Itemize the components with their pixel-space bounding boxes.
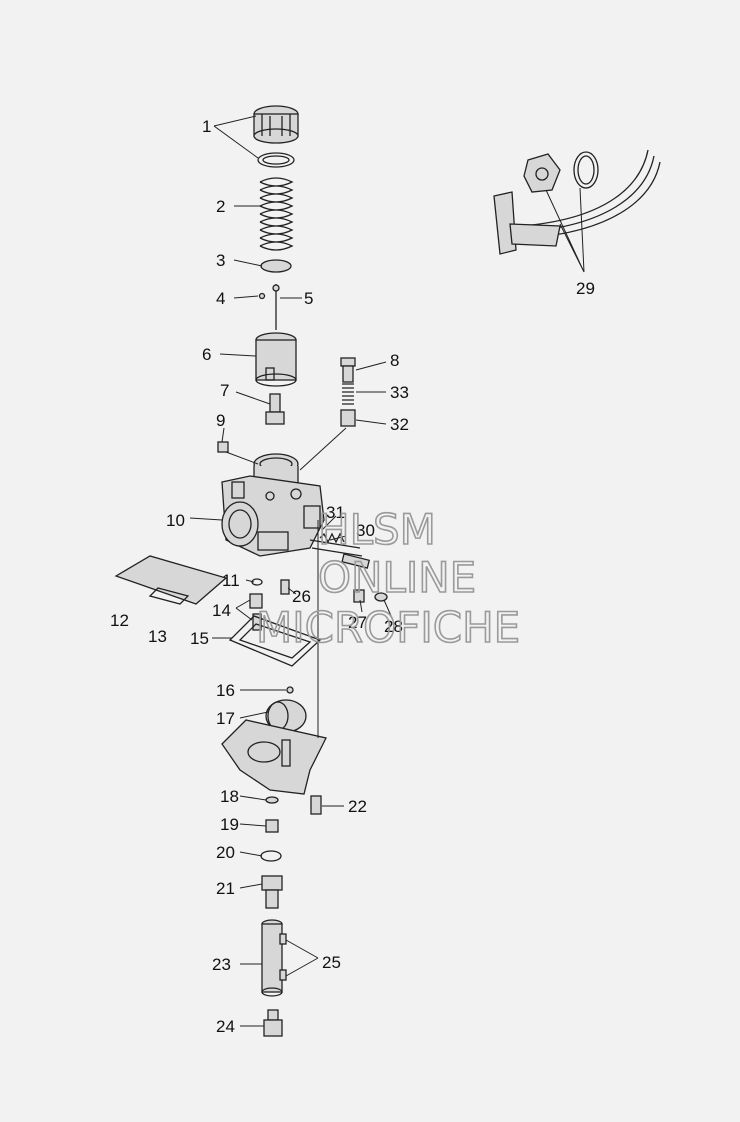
part-jet-needle — [258, 284, 280, 330]
callout-5: 5 — [304, 289, 313, 308]
watermark-line-2: ONLINE — [318, 553, 476, 602]
leader-lines — [189, 115, 585, 1027]
callout-29: 29 — [576, 279, 595, 298]
part-gasket-plate — [114, 555, 228, 605]
watermark-line-1: HLSM — [318, 505, 436, 554]
callout-18: 18 — [220, 787, 239, 806]
callout-2: 2 — [216, 197, 225, 216]
callout-26: 26 — [292, 587, 311, 606]
callout-1: 1 — [202, 117, 211, 136]
callout-30: 30 — [356, 521, 375, 540]
callout-13: 13 — [148, 627, 167, 646]
callout-6: 6 — [202, 345, 211, 364]
callout-3: 3 — [216, 251, 225, 270]
part-throttle-slide — [255, 332, 297, 387]
callout-labels: 1 2 3 4 5 6 7 8 9 10 11 12 13 14 15 16 1… — [110, 117, 595, 1036]
callout-28: 28 — [384, 617, 403, 636]
part-float-pin — [286, 686, 294, 694]
part-bowl-gasket — [228, 615, 322, 667]
callout-31: 31 — [326, 503, 345, 522]
part-drawings — [114, 105, 661, 1037]
callout-24: 24 — [216, 1017, 235, 1036]
part-spring — [259, 177, 294, 251]
part-choke-assembly — [493, 149, 661, 255]
part-idle-fitting — [340, 357, 356, 427]
part-top-cap — [253, 105, 299, 168]
callout-32: 32 — [390, 415, 409, 434]
callout-25: 25 — [322, 953, 341, 972]
callout-27: 27 — [348, 613, 367, 632]
part-screw-26 — [280, 579, 290, 595]
callout-33: 33 — [390, 383, 409, 402]
callout-20: 20 — [216, 843, 235, 862]
part-nut-19 — [265, 819, 279, 833]
part-screw-22 — [310, 795, 322, 815]
part-jets — [249, 593, 263, 631]
callout-8: 8 — [390, 351, 399, 370]
callout-21: 21 — [216, 879, 235, 898]
part-tube-23 — [261, 919, 287, 997]
callout-15: 15 — [190, 629, 209, 648]
part-retainer-plate — [260, 259, 292, 273]
part-spring-27 — [353, 589, 365, 603]
part-cable-adjuster — [265, 393, 285, 425]
part-washer-20 — [260, 850, 282, 862]
callout-17: 17 — [216, 709, 235, 728]
watermark-line-3: MICROFICHE — [256, 603, 520, 652]
part-drain-18 — [265, 796, 279, 804]
callout-10: 10 — [166, 511, 185, 530]
part-screw-28 — [374, 592, 388, 602]
callout-12: 12 — [110, 611, 129, 630]
callout-9: 9 — [216, 411, 225, 430]
watermark: HLSM ONLINE MICROFICHE — [255, 504, 521, 653]
callout-16: 16 — [216, 681, 235, 700]
part-carburetor-body — [221, 453, 363, 557]
callout-4: 4 — [216, 289, 225, 308]
callout-19: 19 — [220, 815, 239, 834]
part-float-bowl — [221, 719, 327, 795]
callout-7: 7 — [220, 381, 229, 400]
callout-22: 22 — [348, 797, 367, 816]
callout-23: 23 — [212, 955, 231, 974]
part-mixture-screw — [319, 532, 371, 569]
callout-11: 11 — [222, 571, 240, 590]
part-fitting-24 — [263, 1009, 283, 1037]
part-plug — [217, 441, 229, 453]
part-fitting-21 — [261, 875, 283, 909]
callout-14: 14 — [212, 601, 231, 620]
